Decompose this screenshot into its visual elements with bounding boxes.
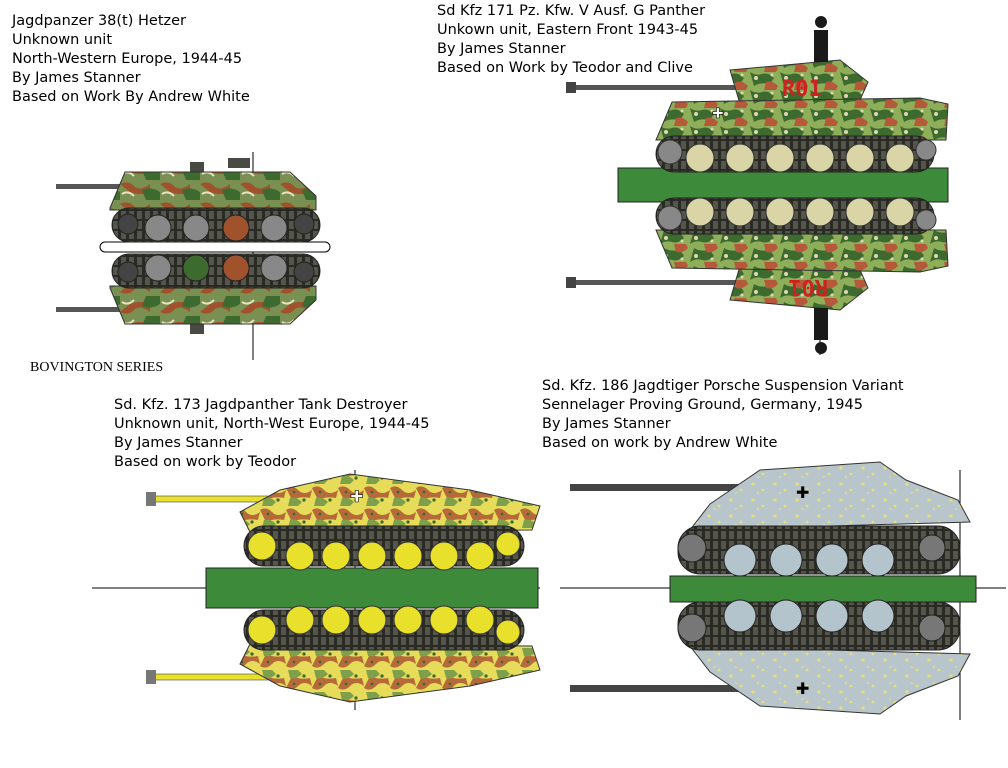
series-label: BOVINGTON SERIES bbox=[30, 360, 164, 375]
jagdpanther-caption: Sd. Kfz. 173 Jagdpanther Tank Destroyer … bbox=[114, 396, 429, 472]
jagdtiger-hull-top bbox=[688, 461, 971, 531]
jagdtiger-axis-bar bbox=[669, 575, 977, 603]
jagdpanther-axis-bar bbox=[205, 567, 539, 609]
panther-author: By James Stanner bbox=[437, 41, 566, 57]
hetzer-wheels-top bbox=[117, 213, 315, 242]
svg-text:✚: ✚ bbox=[796, 679, 809, 698]
hetzer-drawing bbox=[56, 152, 331, 360]
jagdpanther-unit: Unknown unit, North-West Europe, 1944-45 bbox=[114, 416, 430, 432]
jagdpanther-drawing: ✚ bbox=[92, 470, 541, 710]
jagdtiger-gun-top bbox=[570, 484, 760, 491]
jagdtiger-location: Sennelager Proving Ground, Germany, 1945 bbox=[542, 397, 863, 413]
panther-caption: Sd Kfz 171 Pz. Kfw. V Ausf. G Panther Un… bbox=[437, 2, 705, 78]
jagdpanther-wheels-top bbox=[247, 531, 521, 571]
hetzer-caption: Jagdpanzer 38(t) Hetzer Unknown unit Nor… bbox=[12, 12, 250, 107]
jagdtiger-author: By James Stanner bbox=[542, 416, 671, 432]
jagdpanther-title: Sd. Kfz. 173 Jagdpanther Tank Destroyer bbox=[114, 397, 408, 413]
jagdtiger-drawing: ✚ bbox=[560, 461, 1006, 720]
jagdtiger-title: Sd. Kfz. 186 Jagdtiger Porsche Suspensio… bbox=[542, 378, 904, 394]
hetzer-hull-top bbox=[109, 171, 317, 211]
hetzer-theatre: North-Western Europe, 1944-45 bbox=[12, 51, 243, 67]
jagdpanther-hull-top bbox=[239, 473, 541, 533]
panther-gun-top bbox=[570, 85, 740, 90]
panther-axis-bar bbox=[617, 167, 949, 203]
svg-text:✚: ✚ bbox=[712, 106, 724, 122]
panther-credit: Based on Work by Teodor and Clive bbox=[437, 60, 693, 76]
commander-figure-top bbox=[814, 30, 828, 62]
hetzer-track-top bbox=[111, 207, 321, 243]
jagdpanther-author: By James Stanner bbox=[114, 435, 243, 451]
panther-turret-number-bottom: R01 bbox=[788, 274, 828, 299]
svg-text:✚: ✚ bbox=[796, 483, 809, 502]
jagdtiger-caption: Sd. Kfz. 186 Jagdtiger Porsche Suspensio… bbox=[542, 377, 904, 453]
hetzer-unit: Unknown unit bbox=[12, 32, 113, 48]
jagdpanther-credit: Based on work by Teodor bbox=[114, 454, 297, 470]
panther-wheels-top bbox=[657, 139, 937, 173]
panther-title: Sd Kfz 171 Pz. Kfw. V Ausf. G Panther bbox=[437, 3, 706, 19]
hetzer-credit: Based on Work By Andrew White bbox=[12, 89, 250, 105]
hetzer-author: By James Stanner bbox=[12, 70, 141, 86]
hetzer-gun-top bbox=[56, 184, 126, 189]
hetzer-title: Jagdpanzer 38(t) Hetzer bbox=[12, 13, 187, 29]
hetzer-axis-bar bbox=[99, 241, 331, 253]
panther-unit: Unkown unit, Eastern Front 1943-45 bbox=[437, 22, 699, 38]
jagdtiger-credit: Based on work by Andrew White bbox=[542, 435, 778, 451]
panther-drawing: R01 ✚ bbox=[566, 16, 949, 355]
jagdtiger-wheels-top bbox=[677, 533, 946, 577]
panther-turret-number-top: R01 bbox=[782, 77, 822, 102]
hetzer-mg-top bbox=[190, 162, 204, 172]
panther-hull-top bbox=[655, 97, 949, 141]
svg-text:✚: ✚ bbox=[350, 487, 363, 506]
